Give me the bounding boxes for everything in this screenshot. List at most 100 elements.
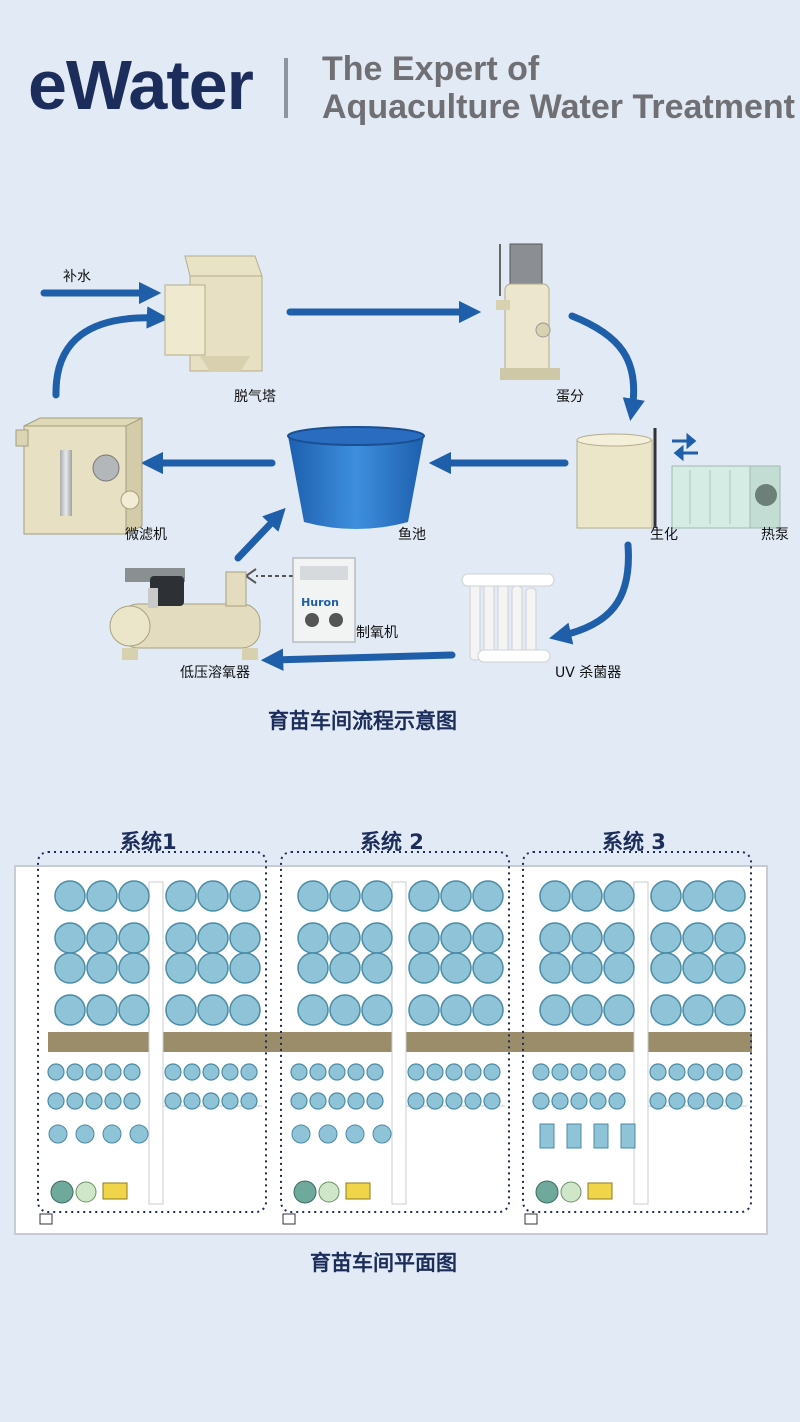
- small-tank: [725, 1092, 743, 1110]
- large-tank: [603, 880, 635, 912]
- system-title-2: 系统 2: [360, 830, 424, 854]
- large-tank: [165, 994, 197, 1026]
- large-tank: [603, 922, 635, 954]
- nursery-tank: [75, 1124, 95, 1144]
- large-tank: [329, 994, 361, 1026]
- label-makeup-water: 补水: [63, 269, 91, 285]
- large-tank: [682, 880, 714, 912]
- system-boundary: [280, 851, 510, 1213]
- micro-filter: [15, 417, 143, 535]
- large-tank: [472, 952, 504, 984]
- label-uv-sterilizer: UV 杀菌器: [555, 665, 622, 681]
- drain-icon: [39, 1213, 53, 1225]
- small-tank: [426, 1092, 444, 1110]
- nursery-tank: [129, 1124, 149, 1144]
- large-tank: [86, 994, 118, 1026]
- heat-pump: [671, 465, 781, 529]
- tagline-line-1: The Expert of: [322, 50, 540, 88]
- label-degassing-tower: 脱气塔: [234, 389, 276, 405]
- large-tank: [682, 922, 714, 954]
- small-tank: [290, 1092, 308, 1110]
- uv-sterilizer: [461, 573, 555, 663]
- nursery-tank: [372, 1124, 392, 1144]
- small-tank: [240, 1092, 258, 1110]
- small-tank: [532, 1063, 550, 1081]
- large-tank: [408, 922, 440, 954]
- small-tank: [123, 1092, 141, 1110]
- large-tank: [650, 922, 682, 954]
- large-tank: [86, 922, 118, 954]
- large-tank: [54, 994, 86, 1026]
- blower-icon: [345, 1182, 371, 1200]
- large-tank: [714, 952, 746, 984]
- large-tank: [118, 922, 150, 954]
- blower-icon: [587, 1182, 613, 1200]
- label-micro-filter: 微滤机: [125, 527, 167, 543]
- large-tank: [54, 952, 86, 984]
- blower-icon: [102, 1182, 128, 1200]
- small-tank: [164, 1092, 182, 1110]
- nursery-raceway: [593, 1123, 609, 1149]
- small-tank: [66, 1063, 84, 1081]
- small-tank: [290, 1063, 308, 1081]
- small-tank: [426, 1063, 444, 1081]
- small-tank: [347, 1092, 365, 1110]
- flow-arrows: [40, 281, 645, 671]
- large-tank: [714, 994, 746, 1026]
- large-tank: [408, 994, 440, 1026]
- small-tank: [464, 1063, 482, 1081]
- degassing-tower: [164, 255, 263, 372]
- header-divider: [284, 58, 288, 118]
- system-boundary: [37, 851, 267, 1213]
- large-tank: [571, 880, 603, 912]
- large-tank: [329, 922, 361, 954]
- large-tank: [165, 880, 197, 912]
- small-tank: [407, 1092, 425, 1110]
- large-tank: [440, 880, 472, 912]
- nursery-tank: [102, 1124, 122, 1144]
- small-tank: [464, 1092, 482, 1110]
- large-tank: [86, 880, 118, 912]
- small-tank: [85, 1063, 103, 1081]
- nursery-tank: [291, 1124, 311, 1144]
- large-tank: [297, 880, 329, 912]
- large-tank: [539, 994, 571, 1026]
- large-tank: [361, 922, 393, 954]
- large-tank: [229, 994, 261, 1026]
- nursery-tank: [345, 1124, 365, 1144]
- fish-tank-illustration: [287, 426, 425, 529]
- small-tank: [649, 1092, 667, 1110]
- arrow-to-degasser: [52, 306, 170, 399]
- small-tank: [687, 1063, 705, 1081]
- small-tank: [445, 1063, 463, 1081]
- large-tank: [197, 880, 229, 912]
- small-tank: [589, 1063, 607, 1081]
- central-corridor: [391, 881, 407, 1205]
- nursery-tank: [318, 1124, 338, 1144]
- large-tank: [650, 952, 682, 984]
- arrow-bio-to-uv: [549, 541, 632, 645]
- small-tank: [407, 1063, 425, 1081]
- large-tank: [118, 952, 150, 984]
- small-tank: [183, 1063, 201, 1081]
- large-tank: [571, 994, 603, 1026]
- large-tank: [539, 880, 571, 912]
- biofilter-tank: [576, 428, 657, 529]
- small-tank: [483, 1092, 501, 1110]
- nursery-tank: [48, 1124, 68, 1144]
- small-tank: [347, 1063, 365, 1081]
- oxygen-generator: Huron: [292, 557, 356, 643]
- small-tank: [164, 1063, 182, 1081]
- large-tank: [603, 994, 635, 1026]
- large-tank: [197, 952, 229, 984]
- large-tank: [86, 952, 118, 984]
- filter-icon: [318, 1181, 340, 1203]
- large-tank: [197, 922, 229, 954]
- nursery-raceway: [539, 1123, 555, 1149]
- drain-icon: [282, 1213, 296, 1225]
- large-tank: [229, 952, 261, 984]
- small-tank: [589, 1092, 607, 1110]
- large-tank: [54, 880, 86, 912]
- large-tank: [197, 994, 229, 1026]
- small-tank: [570, 1063, 588, 1081]
